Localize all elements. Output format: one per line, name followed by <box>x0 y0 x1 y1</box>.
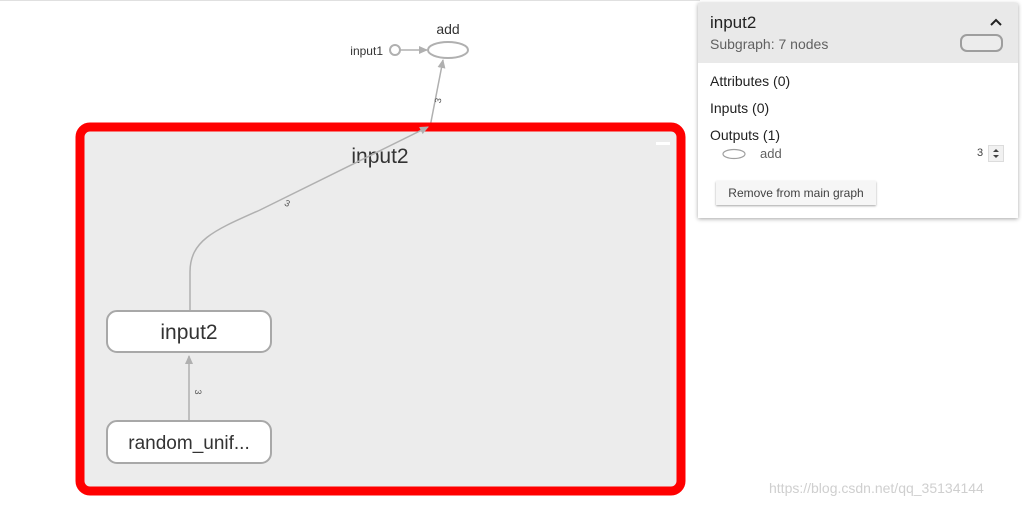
inputs-section[interactable]: Inputs (0) <box>710 100 770 116</box>
group-collapse-icon[interactable] <box>656 142 670 145</box>
watermark: https://blog.csdn.net/qq_35134144 <box>769 480 984 496</box>
output-count: 3 <box>977 147 984 159</box>
random-uniform-node-label: random_unif... <box>128 433 249 454</box>
collapse-button[interactable] <box>984 11 1008 33</box>
input2-node-label: input2 <box>160 321 217 344</box>
edge-input2-add <box>429 59 446 128</box>
input2-node[interactable] <box>106 310 272 353</box>
info-panel-subtitle: Subgraph: 7 nodes <box>710 36 829 52</box>
op-node-icon <box>722 148 746 160</box>
edge-label-random: 3 <box>193 389 203 394</box>
output-name[interactable]: add <box>760 146 782 161</box>
input1-node[interactable] <box>389 44 401 56</box>
node-shape-icon <box>960 34 1003 52</box>
random-uniform-node[interactable] <box>106 420 272 464</box>
attributes-section[interactable]: Attributes (0) <box>710 73 791 89</box>
input1-node-label: input1 <box>350 44 383 58</box>
outputs-section[interactable]: Outputs (1) <box>710 127 781 143</box>
edge-label-inner: 3 <box>283 198 292 209</box>
expanded-group-input2[interactable] <box>75 122 686 496</box>
graph-svg[interactable]: add input1 3 input2 3 input2 3 random_un… <box>0 0 700 506</box>
edge-inner-input2-out <box>189 126 429 311</box>
edge-label-group-add: 3 <box>433 97 444 104</box>
info-panel-title: input2 <box>710 13 757 32</box>
remove-from-main-graph-button[interactable]: Remove from main graph <box>716 181 876 205</box>
group-title: input2 <box>351 145 408 168</box>
output-item[interactable]: add 3 <box>698 144 1018 164</box>
stepper-arrows-icon <box>993 149 999 158</box>
info-panel-header: input2 Subgraph: 7 nodes <box>698 3 1018 63</box>
add-node-label: add <box>436 21 459 37</box>
node-info-panel: input2 Subgraph: 7 nodes Attributes (0) … <box>698 3 1018 218</box>
chevron-up-icon <box>990 18 1002 26</box>
output-stepper[interactable] <box>988 145 1004 162</box>
top-divider <box>0 0 700 1</box>
add-node[interactable] <box>427 41 469 59</box>
